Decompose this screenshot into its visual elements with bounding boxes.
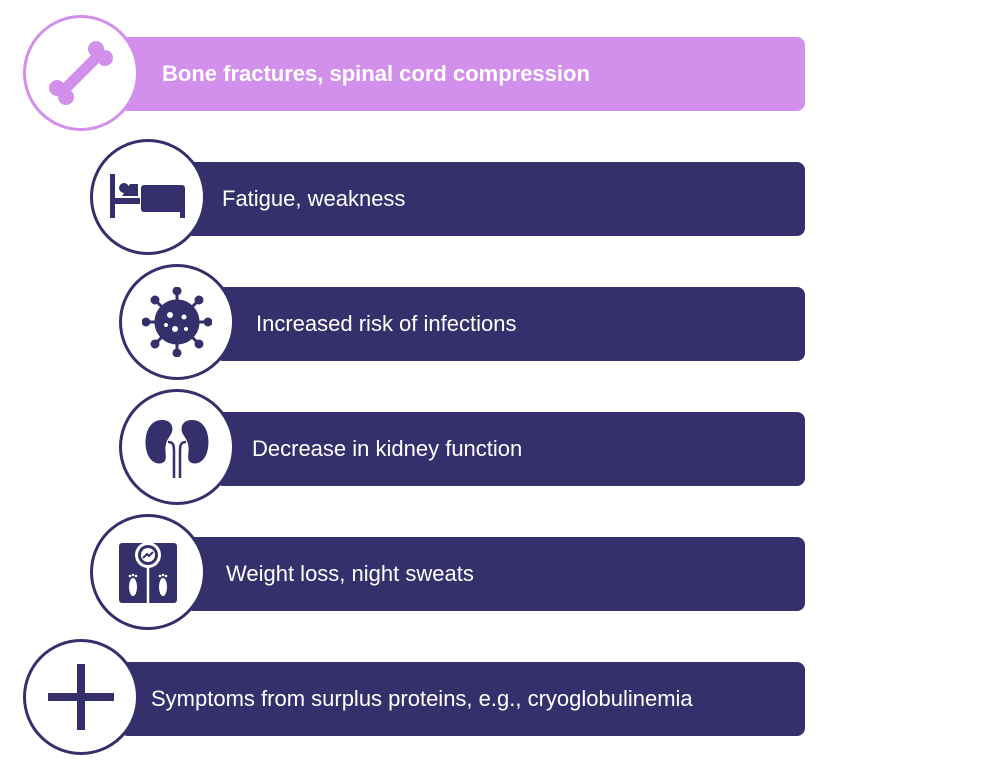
kidney-icon [145, 420, 209, 478]
symptom-bar-kidney: Decrease in kidney function [215, 412, 805, 486]
symptom-label: Fatigue, weakness [222, 186, 406, 211]
symptom-bar-surplus-proteins: Symptoms from surplus proteins, e.g., cr… [120, 662, 805, 736]
symptom-icon-circle [90, 139, 206, 255]
symptom-bar-weight-loss: Weight loss, night sweats [185, 537, 805, 611]
scale-icon [119, 542, 177, 603]
symptom-icon-circle [119, 264, 235, 380]
plus-icon [48, 664, 114, 730]
symptom-icon-circle [119, 389, 235, 505]
symptom-bar-bone-fractures: Bone fractures, spinal cord compression [120, 37, 805, 111]
symptom-icon-circle [23, 639, 139, 755]
symptom-label: Bone fractures, spinal cord compression [162, 61, 590, 86]
virus-icon [142, 287, 212, 357]
symptom-bar-fatigue: Fatigue, weakness [185, 162, 805, 236]
symptom-label: Decrease in kidney function [252, 436, 523, 461]
symptom-label: Increased risk of infections [256, 311, 517, 336]
symptom-icon-circle [90, 514, 206, 630]
symptom-label: Symptoms from surplus proteins, e.g., cr… [151, 686, 693, 711]
symptom-label: Weight loss, night sweats [226, 561, 474, 586]
symptom-bar-infections: Increased risk of infections [215, 287, 805, 361]
bed-icon [110, 174, 185, 218]
symptom-icon-circle [23, 15, 139, 131]
bone-icon [49, 41, 113, 105]
